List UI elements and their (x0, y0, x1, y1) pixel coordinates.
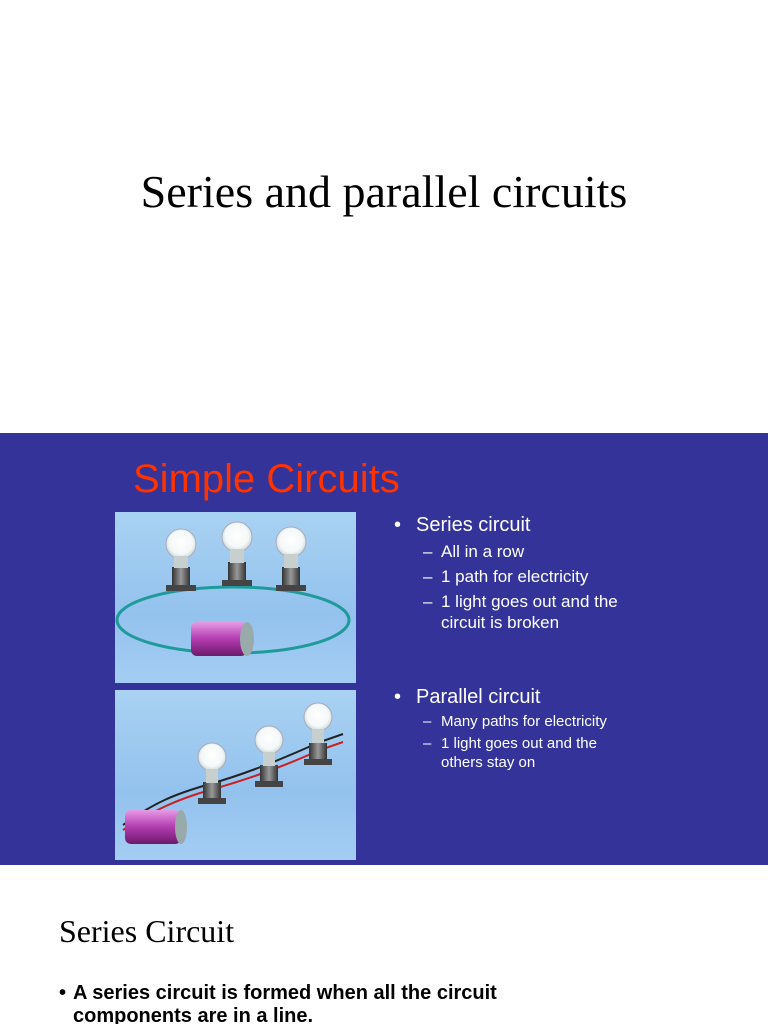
bullet-text: Parallel circuit (416, 686, 541, 708)
lightbulb-icon (254, 725, 284, 787)
series-circuit-slide: Series Circuit • A series circuit is for… (0, 866, 768, 1024)
sub-bullet-text: Many paths for electricity (441, 713, 607, 730)
bullet-glyph: • (394, 686, 402, 708)
slide-title: Series and parallel circuits (140, 166, 628, 217)
series-circuit-bullets: • Series circuit – All in a row – 1 path… (392, 513, 661, 633)
dash-glyph: – (423, 567, 433, 586)
sub-bullet-item: – 1 path for electricity (392, 566, 661, 587)
lightbulb-icon (165, 528, 197, 591)
sub-bullet-text: 1 path for electricity (441, 567, 589, 586)
sub-bullet-item: – 1 light goes out and the others stay o… (392, 734, 641, 772)
sub-bullet-text: 1 light goes out and the others stay on (441, 735, 597, 771)
lightbulb-icon (303, 702, 333, 765)
parallel-circuit-illustration (115, 690, 356, 860)
lightbulb-icon (275, 526, 307, 591)
series-circuit-illustration (115, 512, 356, 683)
sub-bullet-text: 1 light goes out and the circuit is brok… (441, 592, 618, 632)
sub-bullet-item: – All in a row (392, 541, 661, 562)
bullet-glyph: • (59, 982, 67, 1004)
bullet-item: • Series circuit (392, 513, 661, 537)
battery-icon (125, 810, 187, 844)
sub-bullet-item: – Many paths for electricity (392, 712, 641, 731)
dash-glyph: – (423, 542, 433, 561)
bullet-text: A series circuit is formed when all the … (73, 982, 497, 1024)
bullet-item: • A series circuit is formed when all th… (59, 982, 593, 1024)
slide-title: Series Circuit (59, 913, 235, 949)
lightbulb-icon (221, 521, 253, 586)
parallel-circuit-bullets: • Parallel circuit – Many paths for elec… (392, 685, 641, 772)
dash-glyph: – (423, 592, 433, 611)
sub-bullet-text: All in a row (441, 542, 525, 561)
bullet-text: Series circuit (416, 514, 531, 536)
slide-title: Simple Circuits (133, 457, 400, 501)
dash-glyph: – (423, 713, 432, 730)
lightbulb-icon (197, 742, 227, 804)
dash-glyph: – (423, 735, 432, 752)
battery-icon (191, 622, 254, 656)
simple-circuits-slide: Simple Circuits (0, 433, 768, 865)
bullet-glyph: • (394, 514, 402, 536)
sub-bullet-item: – 1 light goes out and the circuit is br… (392, 591, 661, 633)
bullet-item: • Parallel circuit (392, 685, 641, 709)
title-slide: Series and parallel circuits (0, 0, 768, 432)
